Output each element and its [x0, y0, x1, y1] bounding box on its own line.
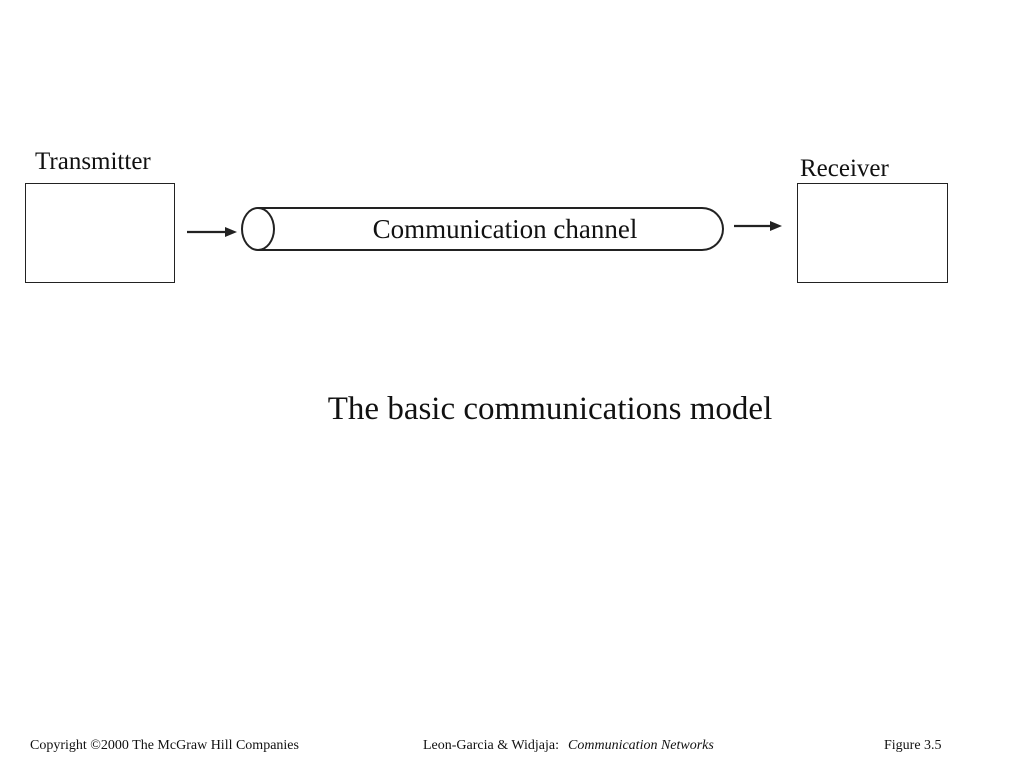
footer-figure-number: Figure 3.5	[884, 738, 942, 753]
receiver-box	[797, 183, 948, 283]
slide-title: The basic communications model	[327, 391, 773, 427]
transmitter-box	[25, 183, 175, 283]
channel-cylinder-body	[258, 207, 724, 251]
footer-citation-book-title: Communication Networks	[568, 738, 714, 753]
footer-citation-authors: Leon-Garcia & Widjaja:	[423, 738, 560, 753]
arrow-transmitter-to-channel-icon	[187, 227, 237, 237]
channel-cylinder-cap	[241, 207, 275, 251]
receiver-label: Receiver	[800, 155, 889, 182]
transmitter-label: Transmitter	[35, 148, 151, 175]
arrow-channel-to-receiver-icon	[734, 221, 782, 231]
footer-copyright: Copyright ©2000 The McGraw Hill Companie…	[30, 738, 299, 753]
channel-label: Communication channel	[372, 214, 638, 244]
footer-citation: Leon-Garcia & Widjaja: Communication Netw…	[423, 737, 714, 755]
